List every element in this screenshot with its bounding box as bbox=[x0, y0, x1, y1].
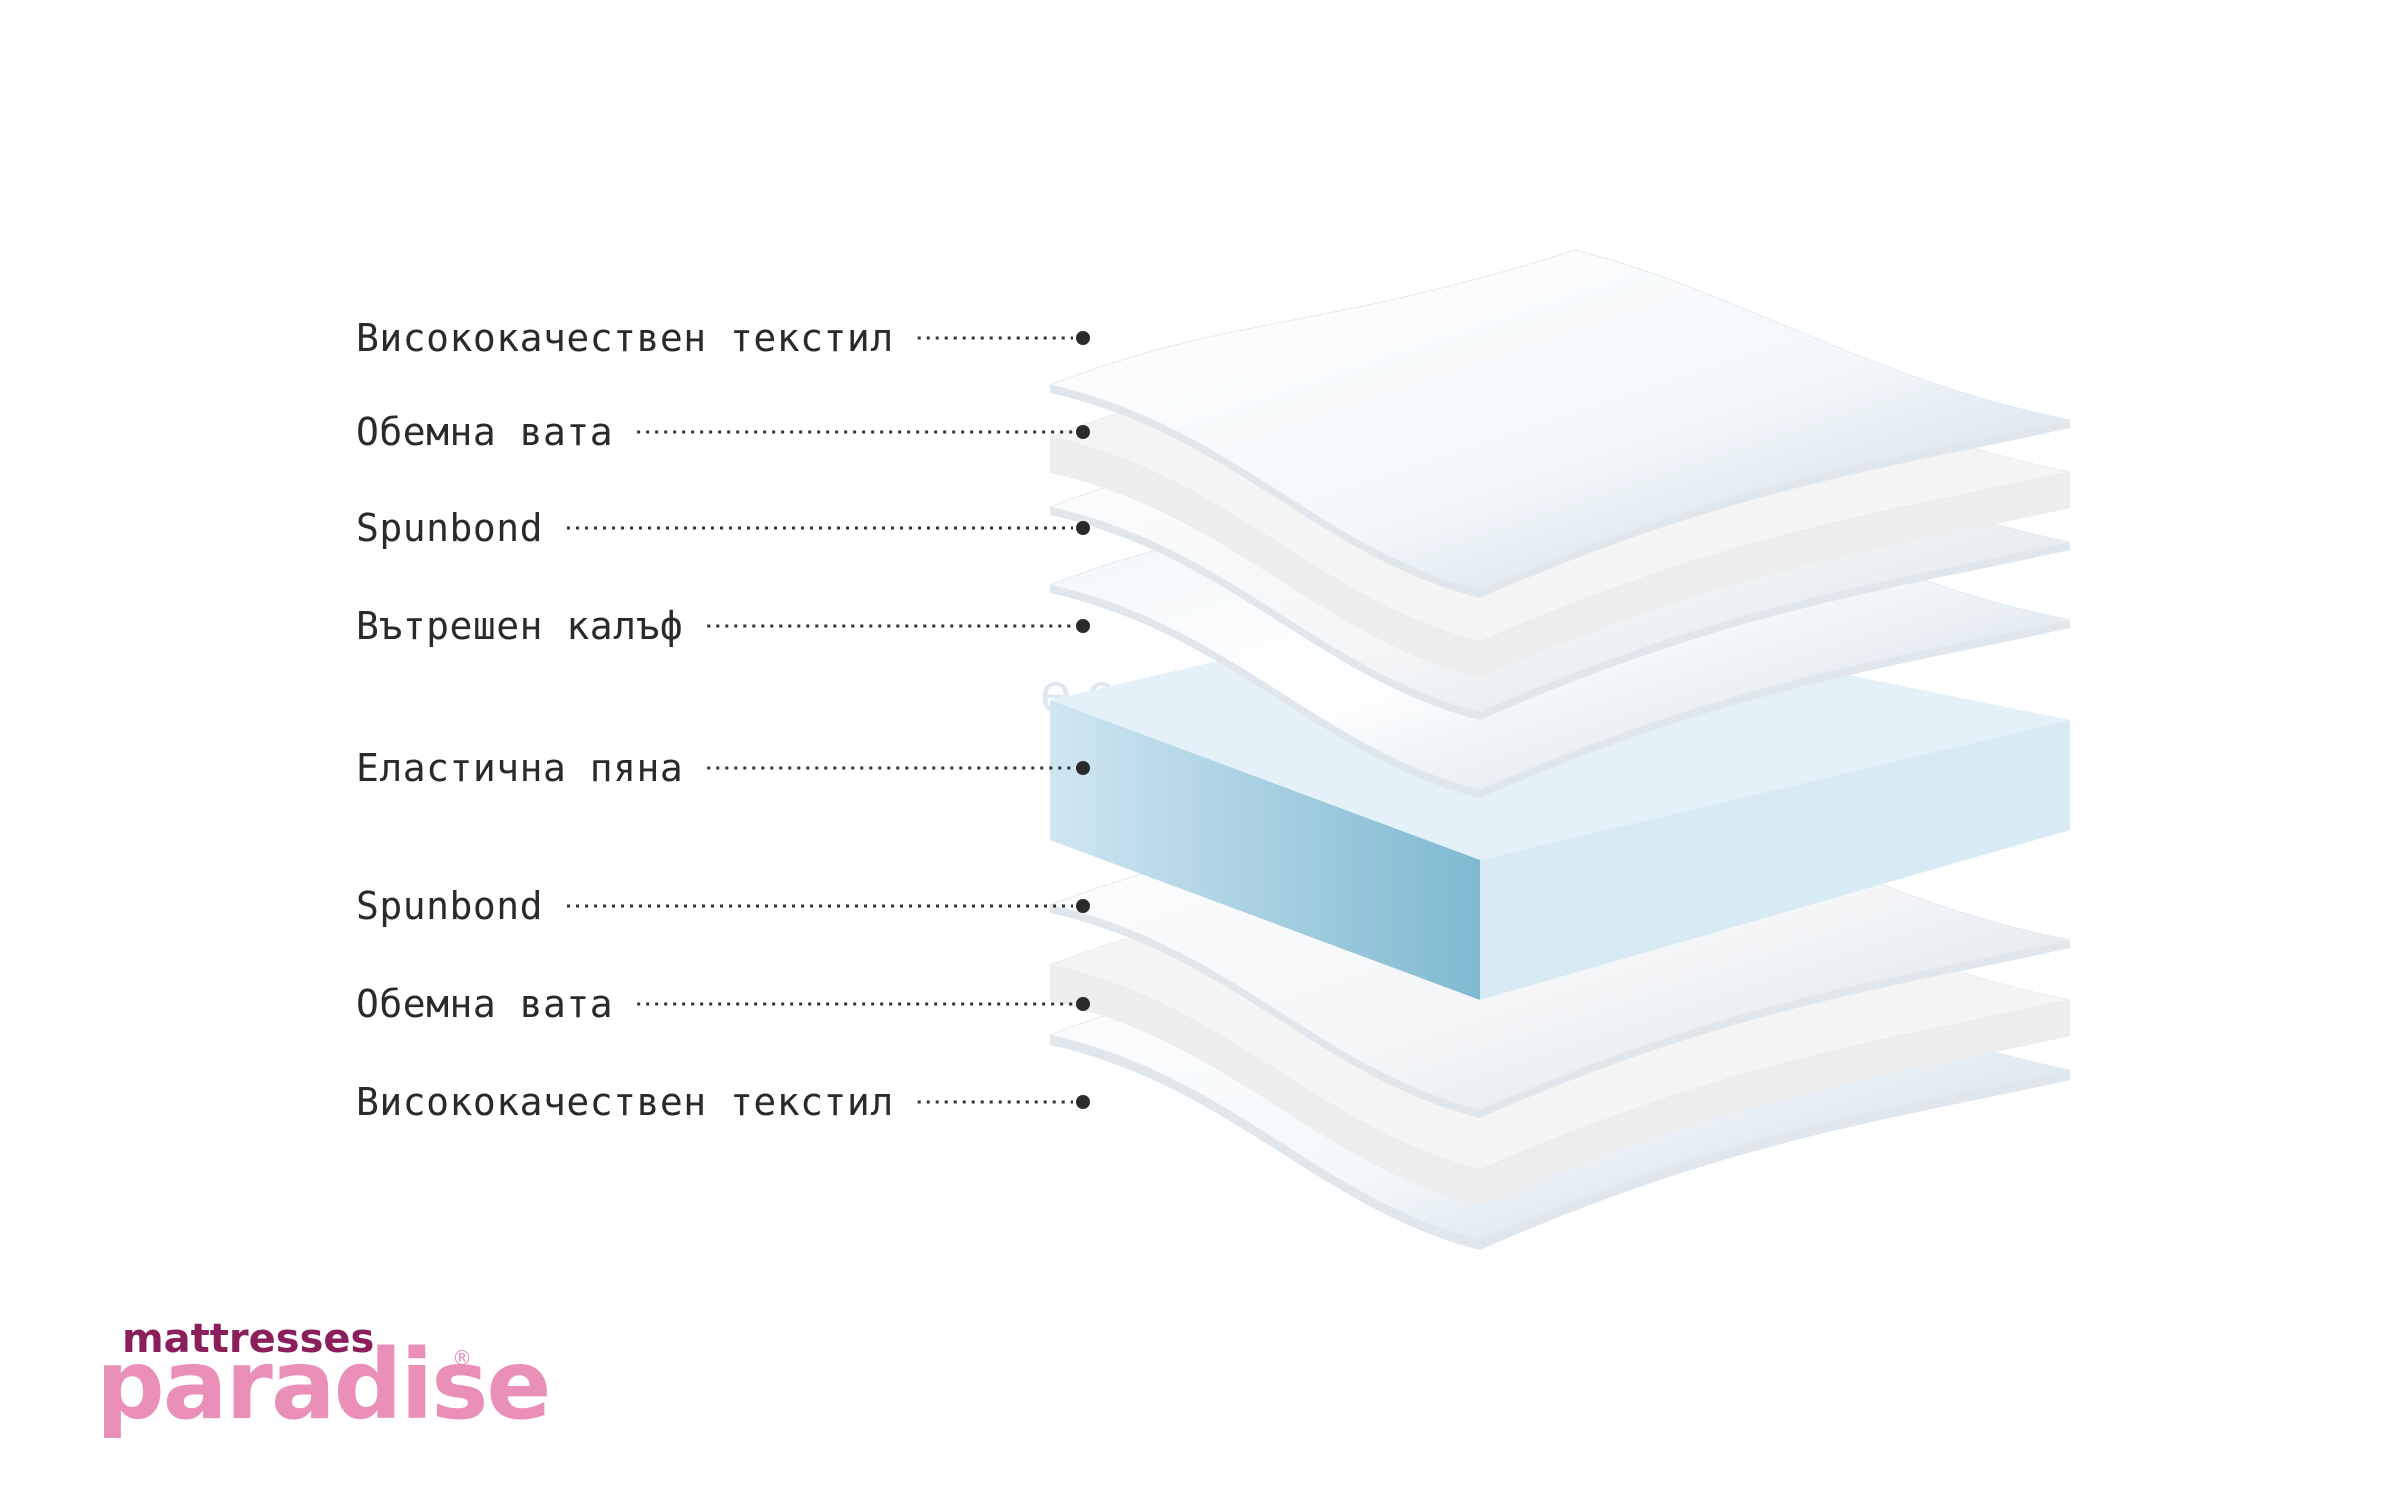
leader-dot-2 bbox=[1076, 521, 1090, 535]
leader-dot-4 bbox=[1076, 761, 1090, 775]
brand-logo: mattresses paradise ® bbox=[96, 1316, 552, 1441]
leader-dot-7 bbox=[1076, 1095, 1090, 1109]
layer-label-7: Висококачествен текстил bbox=[356, 1080, 894, 1124]
logo-paradise-text: paradise bbox=[96, 1329, 550, 1441]
layer-label-3: Вътрешен калъф bbox=[356, 604, 683, 648]
layer-stack bbox=[1048, 249, 2071, 1250]
logo-mattresses-text: mattresses bbox=[122, 1316, 374, 1362]
layer-textile-0 bbox=[1048, 249, 2071, 598]
layer-edge bbox=[1050, 437, 2070, 678]
leader-dot-6 bbox=[1076, 997, 1090, 1011]
leader-dot-5 bbox=[1076, 899, 1090, 913]
layer-label-4: Еластична пяна bbox=[356, 746, 683, 790]
logo-registered-mark: ® bbox=[452, 1346, 472, 1370]
foam-front-face bbox=[1050, 700, 1480, 1000]
layer-label-0: Висококачествен текстил bbox=[356, 316, 894, 360]
foam-side-face bbox=[1480, 720, 2070, 1000]
layer-edge bbox=[1050, 965, 2070, 1206]
layer-label-6: Обемна вата bbox=[356, 982, 613, 1026]
leader-dot-3 bbox=[1076, 619, 1090, 633]
layer-label-5: Spunbond bbox=[356, 884, 543, 928]
layer-label-1: Обемна вата bbox=[356, 410, 613, 454]
leader-dot-0 bbox=[1076, 331, 1090, 345]
leader-dot-1 bbox=[1076, 425, 1090, 439]
layer-surface bbox=[1048, 249, 2071, 591]
layer-label-2: Spunbond bbox=[356, 506, 543, 550]
